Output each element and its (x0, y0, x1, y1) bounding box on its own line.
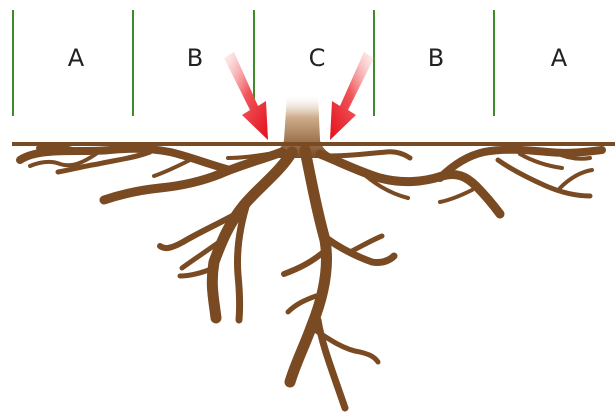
root-lateral-right-1 (320, 154, 500, 214)
root-center-branch-left (284, 250, 326, 274)
zone-label-c: C (309, 44, 326, 72)
red-gradient-arrow-icon-left (224, 52, 268, 140)
zone-label-a-left: A (68, 44, 85, 72)
root-lateral-right-6 (330, 152, 410, 158)
root-center-branch-low-left (288, 296, 316, 312)
zone-label-a-right: A (551, 44, 568, 72)
root-center-branch-right (326, 238, 394, 263)
root-lateral-left-4 (154, 160, 190, 176)
root-lateral-right-8 (440, 190, 472, 202)
zone-label-b-left: B (187, 44, 203, 72)
root-lateral-right-9 (560, 170, 592, 188)
ground-line (12, 142, 615, 146)
tree-root-system-icon (20, 147, 602, 408)
root-center-branch-right-b (350, 236, 382, 252)
zone-labels: A B C B A (68, 44, 568, 72)
red-gradient-arrow-icon-right (330, 52, 374, 140)
zone-label-b-right: B (428, 44, 444, 72)
